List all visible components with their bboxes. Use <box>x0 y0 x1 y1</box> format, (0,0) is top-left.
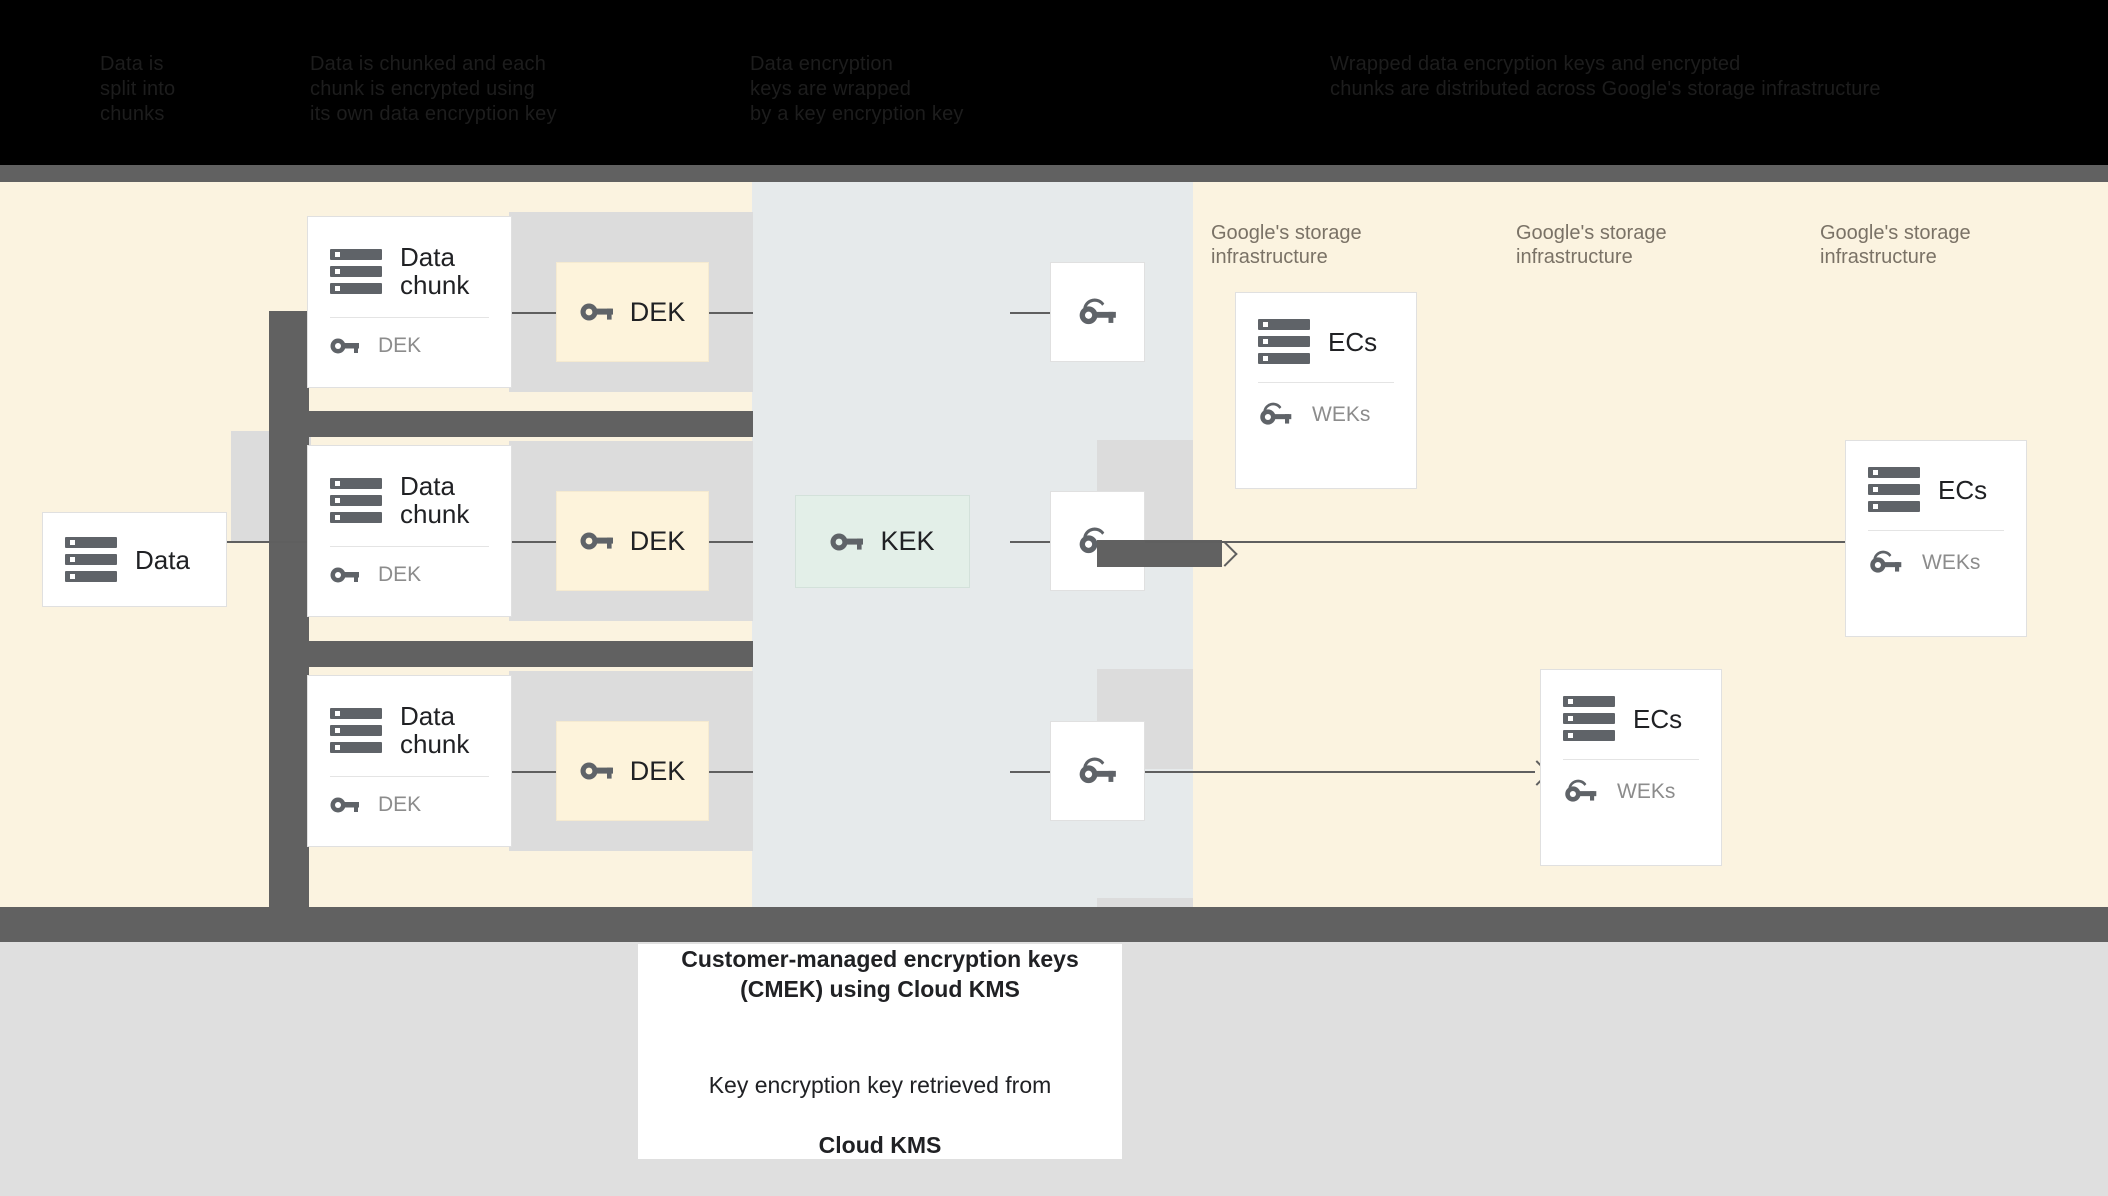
storage-icon <box>1563 696 1615 741</box>
connector-source-to-bracket <box>227 541 312 543</box>
distribution-block-1 <box>1097 540 1222 567</box>
dek-box-label: DEK <box>629 296 686 327</box>
split-bracket <box>269 311 309 953</box>
card-data-source-label: Data <box>135 544 190 575</box>
wrapped-key-tile-3[interactable] <box>1050 721 1145 821</box>
connector-wek2-store2 <box>1145 541 1845 543</box>
card-chunk-dek-label: DEK <box>378 793 422 816</box>
top-divider-band <box>0 165 2108 182</box>
key-icon <box>330 795 360 815</box>
caption-body-line2: Cloud KMS <box>818 1131 942 1158</box>
split-bracket-arm-top <box>269 411 753 437</box>
card-divider <box>330 776 489 777</box>
wrapped-key-icon <box>1258 399 1294 431</box>
infra-label-1: Google's storage infrastructure <box>1211 222 1362 268</box>
infra-label-3: Google's storage infrastructure <box>1820 222 1971 268</box>
key-icon <box>830 531 864 553</box>
kek-box-label: KEK <box>880 526 935 556</box>
caption-body-line1: Key encryption key retrieved from <box>708 1071 1052 1098</box>
card-data-chunk-3[interactable]: Data chunk DEK <box>307 675 512 847</box>
header-note-storage: Wrapped data encryption keys and encrypt… <box>1330 53 1881 100</box>
wrapped-key-icon <box>1868 547 1904 579</box>
storage-icon <box>330 707 382 753</box>
card-chunk-title: Data chunk <box>400 242 470 300</box>
card-chunk-dek-label: DEK <box>378 334 422 357</box>
dek-box-3[interactable]: DEK <box>556 721 709 821</box>
kek-box[interactable]: KEK <box>795 495 970 588</box>
connector-chunk3-dek3 <box>512 771 556 773</box>
storage-icon <box>1258 319 1310 364</box>
wrapped-key-icon <box>1563 776 1599 808</box>
wrapped-key-icon <box>1077 753 1119 790</box>
card-store-weks-label: WEKs <box>1922 551 1981 574</box>
card-divider <box>1868 530 2004 531</box>
connector-chunk2-dek2 <box>512 541 556 543</box>
dek-box-label: DEK <box>629 525 686 556</box>
header-note-chunks-encrypted: Data is chunked and each chunk is encryp… <box>310 53 557 125</box>
card-store-2[interactable]: ECs WEKs <box>1845 440 2027 637</box>
header-annotation-strip: Data is split into chunks Data is chunke… <box>0 0 2108 165</box>
header-note-data-encryption-keys: Data encryption keys are wrapped by a ke… <box>750 53 964 125</box>
card-store-title: ECs <box>1938 474 1988 505</box>
card-data-chunk-2[interactable]: Data chunk DEK <box>307 445 512 617</box>
key-icon <box>580 301 614 323</box>
card-store-title: ECs <box>1328 326 1378 357</box>
storage-icon <box>330 477 382 523</box>
infra-label-2: Google's storage infrastructure <box>1516 222 1667 268</box>
wrapped-key-tile-1[interactable] <box>1050 262 1145 362</box>
key-icon <box>580 530 614 552</box>
bottom-divider-band <box>0 907 2108 942</box>
dek-box-2[interactable]: DEK <box>556 491 709 591</box>
dek-box-1[interactable]: DEK <box>556 262 709 362</box>
card-chunk-title: Data chunk <box>400 701 470 759</box>
card-data-source[interactable]: Data <box>42 512 227 607</box>
connector-kek-wek1 <box>1010 312 1050 314</box>
caption-title: Customer-managed encryption keys (CMEK) … <box>681 945 1079 1002</box>
card-store-1[interactable]: ECs WEKs <box>1235 292 1417 489</box>
card-data-chunk-1[interactable]: Data chunk DEK <box>307 216 512 388</box>
connector-chunk1-dek1 <box>512 312 556 314</box>
key-icon <box>580 760 614 782</box>
caption-body: Key encryption key retrieved from Cloud … <box>709 1040 1052 1160</box>
caption-card: Customer-managed encryption keys (CMEK) … <box>638 944 1122 1159</box>
card-divider <box>330 317 489 318</box>
card-divider <box>1258 382 1394 383</box>
storage-icon <box>1868 467 1920 512</box>
key-icon <box>330 565 360 585</box>
key-icon <box>330 336 360 356</box>
card-divider <box>330 546 489 547</box>
connector-dek1-mid <box>709 312 753 314</box>
card-store-title: ECs <box>1633 703 1683 734</box>
wrapped-key-icon <box>1077 294 1119 331</box>
connector-kek-wek3 <box>1010 771 1050 773</box>
split-bracket-arm-bottom <box>269 641 753 667</box>
connector-wek3-store3 <box>1145 771 1535 773</box>
header-note-data-split: Data is split into chunks <box>100 53 176 125</box>
dek-box-label: DEK <box>629 755 686 786</box>
diagram-canvas: Data Data chunk DEK Da <box>0 182 2108 998</box>
card-chunk-dek-label: DEK <box>378 563 422 586</box>
card-divider <box>1563 759 1699 760</box>
connector-kek-wek2 <box>1010 541 1050 543</box>
connector-dek3-mid <box>709 771 753 773</box>
card-store-3[interactable]: ECs WEKs <box>1540 669 1722 866</box>
card-store-weks-label: WEKs <box>1617 780 1676 803</box>
card-chunk-title: Data chunk <box>400 471 470 529</box>
storage-icon <box>330 248 382 294</box>
storage-icon <box>65 537 117 582</box>
connector-dek2-mid <box>709 541 753 543</box>
card-store-weks-label: WEKs <box>1312 403 1371 426</box>
